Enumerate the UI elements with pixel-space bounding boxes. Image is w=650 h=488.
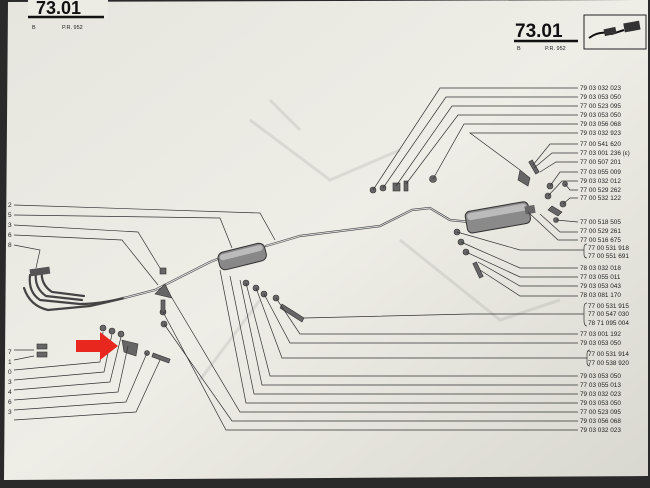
part-number: 77 00 507 201 bbox=[580, 159, 621, 166]
index-number: 4 bbox=[8, 389, 12, 396]
index-number: 3 bbox=[8, 409, 12, 416]
header-right-ref: P.R. 952 bbox=[545, 46, 566, 52]
index-number: 6 bbox=[8, 399, 12, 406]
part-number: 77 00 551 691 bbox=[588, 253, 629, 260]
part-number: 79 03 032 923 bbox=[580, 130, 621, 137]
part-number: 79 03 053 050 bbox=[580, 400, 621, 407]
part-number: 77 00 532 122 bbox=[580, 195, 621, 202]
part-number: 77 00 547 030 bbox=[588, 311, 629, 318]
part-number: 77 00 531 915 bbox=[588, 303, 629, 310]
index-number: 3 bbox=[8, 379, 12, 386]
red-arrow-icon bbox=[76, 332, 118, 360]
index-number: 3 bbox=[8, 222, 12, 229]
paper-sheet bbox=[4, 0, 648, 480]
part-number: 79 03 053 043 bbox=[580, 283, 621, 290]
index-number: 1 bbox=[8, 359, 12, 366]
part-number: 77 00 523 095 bbox=[580, 103, 621, 110]
part-number: 77 00 516 675 bbox=[580, 237, 621, 244]
part-number: 77 00 538 920 bbox=[588, 360, 629, 367]
part-number: 77 03 001 236 (ε) bbox=[580, 150, 630, 157]
index-number-list: 2 5 3 6 8 7 1 0 3 4 6 3 bbox=[8, 202, 12, 416]
part-number: 79 03 053 050 bbox=[580, 373, 621, 380]
part-number: 79 03 056 068 bbox=[580, 121, 621, 128]
index-number: 6 bbox=[8, 232, 12, 239]
leader-lines bbox=[13, 87, 587, 431]
part-number: 78 71 095 004 bbox=[588, 320, 629, 327]
part-number: 77 03 055 011 bbox=[580, 274, 621, 281]
index-number: 2 bbox=[8, 202, 12, 209]
header-left: 73.01 B P.R. 952 bbox=[28, 0, 108, 31]
part-number: 79 03 053 050 bbox=[580, 340, 621, 347]
header-right: 73.01 B P.R. 952 bbox=[514, 14, 647, 52]
part-number: 77 00 531 914 bbox=[588, 351, 629, 358]
part-number: 79 03 032 023 bbox=[580, 85, 621, 92]
header-left-ref: P.R. 952 bbox=[62, 25, 83, 31]
part-number: 77 00 531 918 bbox=[588, 245, 629, 252]
exhaust-thumbnail-icon bbox=[583, 14, 647, 50]
part-number: 79 03 053 050 bbox=[580, 94, 621, 101]
part-number: 79 03 056 068 bbox=[580, 418, 621, 425]
part-number: 77 00 529 262 bbox=[580, 187, 621, 194]
part-number: 79 03 053 050 bbox=[580, 112, 621, 119]
index-number: 5 bbox=[8, 212, 12, 219]
header-left-number: 73.01 bbox=[36, 0, 81, 18]
part-number: 77 03 055 009 bbox=[580, 169, 621, 176]
part-number-list: 79 03 032 023 79 03 053 050 77 00 523 095 7… bbox=[580, 85, 630, 434]
part-number: 77 03 055 013 bbox=[580, 382, 621, 389]
part-number: 77 03 001 192 bbox=[580, 331, 621, 338]
part-number: 78 03 081 170 bbox=[580, 292, 621, 299]
exhaust-pipe-assembly bbox=[22, 201, 536, 312]
index-number: 8 bbox=[8, 242, 12, 249]
header-left-b: B bbox=[32, 25, 36, 31]
part-number: 77 00 529 261 bbox=[580, 228, 621, 235]
part-number: 79 03 032 023 bbox=[580, 391, 621, 398]
header-right-number: 73.01 bbox=[515, 21, 563, 42]
part-number: 79 03 032 012 bbox=[580, 178, 621, 185]
bleed-through bbox=[198, 98, 561, 381]
part-number: 77 00 523 095 bbox=[580, 409, 621, 416]
part-number: 79 03 032 023 bbox=[580, 427, 621, 434]
header-right-b: B bbox=[517, 46, 521, 52]
part-number: 78 03 032 018 bbox=[580, 265, 621, 272]
index-number: 7 bbox=[8, 349, 12, 356]
part-number: 77 00 518 505 bbox=[580, 219, 621, 226]
part-number: 77 00 541 620 bbox=[580, 141, 621, 148]
index-number: 0 bbox=[8, 369, 12, 376]
